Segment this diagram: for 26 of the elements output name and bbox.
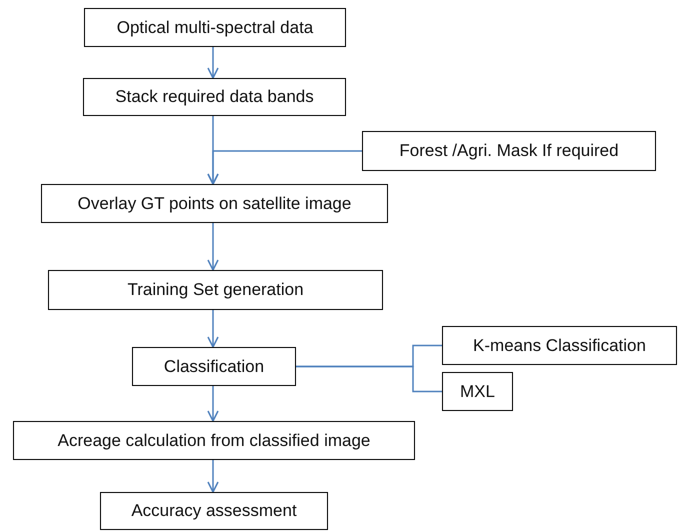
- box-label: Training Set generation: [127, 280, 304, 300]
- arrow: [207, 47, 219, 79]
- box-label: Acreage calculation from classified image: [58, 430, 370, 450]
- box-label: Forest /Agri. Mask If required: [399, 141, 619, 161]
- process-box: [100, 492, 328, 530]
- process-box: [83, 78, 346, 116]
- process-box: [48, 270, 383, 310]
- process-box: [84, 8, 346, 47]
- box-label: Optical multi-spectral data: [116, 18, 314, 38]
- box-label: Classification: [164, 356, 264, 376]
- process-box: [13, 421, 415, 460]
- process-box: [41, 184, 388, 223]
- arrow: [207, 310, 219, 348]
- arrow: [207, 386, 219, 422]
- arrow: [207, 460, 219, 493]
- box-label: Accuracy assessment: [131, 501, 297, 521]
- process-box: [442, 372, 513, 411]
- arrow: [207, 150, 362, 185]
- box-label: MXL: [460, 382, 495, 402]
- process-box: [362, 131, 656, 171]
- box-label: K-means Classification: [473, 336, 646, 356]
- box-label: Overlay GT points on satellite image: [78, 194, 352, 214]
- process-box: [442, 326, 677, 365]
- process-box: [132, 347, 296, 386]
- arrow: [207, 223, 219, 271]
- box-label: Stack required data bands: [115, 87, 314, 107]
